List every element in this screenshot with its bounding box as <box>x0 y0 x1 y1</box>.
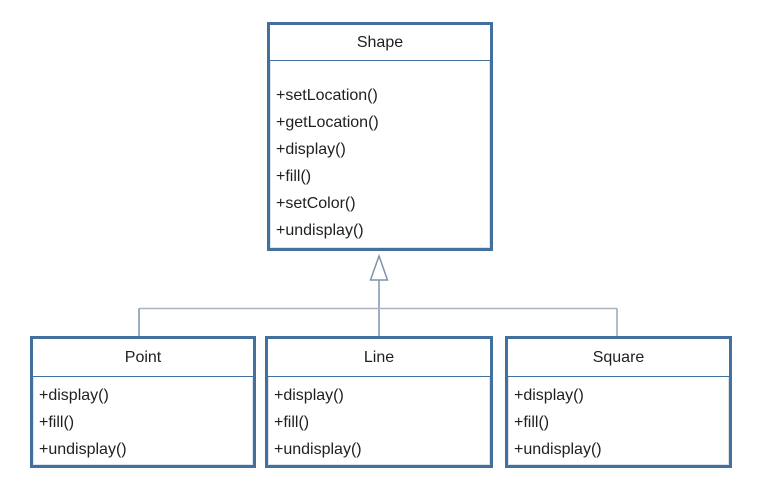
class-title-point: Point <box>33 339 253 377</box>
method-item: +undisplay() <box>39 441 127 458</box>
class-box-point: Point +display() +fill() +undisplay() <box>30 336 256 468</box>
method-item: +undisplay() <box>274 441 362 458</box>
class-box-shape: Shape +setLocation() +getLocation() +dis… <box>267 22 493 251</box>
method-item: +fill() <box>514 414 550 431</box>
method-item: +display() <box>274 387 344 404</box>
class-title-line: Line <box>268 339 490 377</box>
method-item: +fill() <box>274 414 310 431</box>
method-item: +undisplay() <box>276 222 364 239</box>
class-methods-point: +display() +fill() +undisplay() <box>33 377 253 463</box>
class-methods-square: +display() +fill() +undisplay() <box>508 377 729 463</box>
method-item: +setColor() <box>276 195 356 212</box>
method-item: +display() <box>276 141 346 158</box>
method-item: +display() <box>39 387 109 404</box>
method-item: +undisplay() <box>514 441 602 458</box>
method-item: +setLocation() <box>276 87 378 104</box>
class-title-shape: Shape <box>270 25 490 61</box>
class-methods-line: +display() +fill() +undisplay() <box>268 377 490 463</box>
method-item: +display() <box>514 387 584 404</box>
class-title-square: Square <box>508 339 729 377</box>
class-box-line: Line +display() +fill() +undisplay() <box>265 336 493 468</box>
method-item: +fill() <box>276 168 312 185</box>
method-item: +getLocation() <box>276 114 379 131</box>
generalization-triangle-icon <box>369 253 389 281</box>
class-methods-shape: +setLocation() +getLocation() +display()… <box>270 61 490 244</box>
class-box-square: Square +display() +fill() +undisplay() <box>505 336 732 468</box>
method-item: +fill() <box>39 414 75 431</box>
